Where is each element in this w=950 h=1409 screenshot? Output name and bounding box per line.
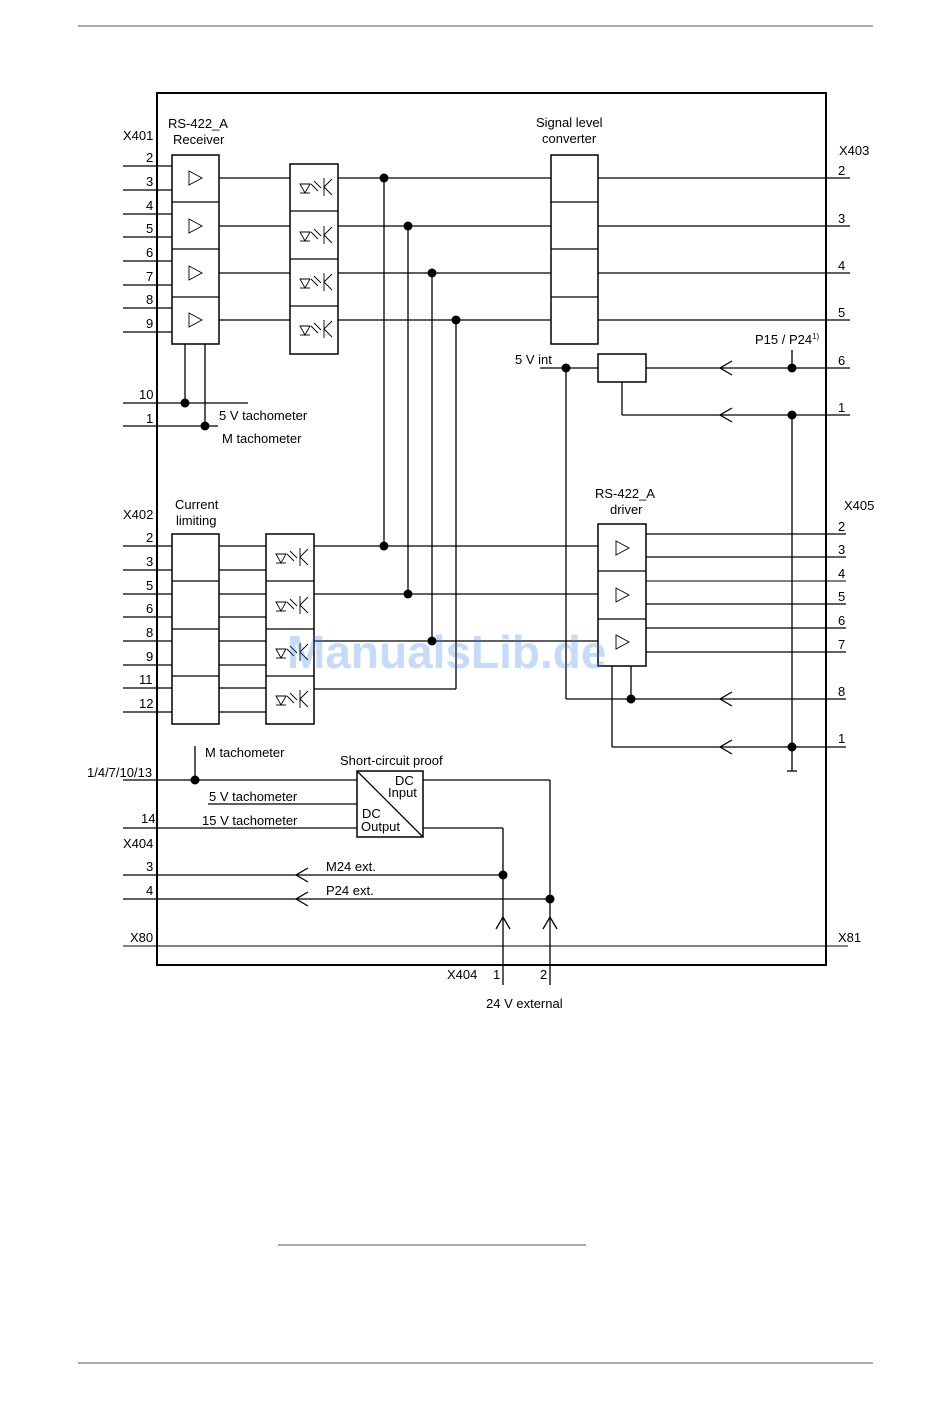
x404-pin: 14	[141, 811, 155, 826]
x402-input-wires	[123, 545, 172, 713]
tacho-5v-out-label: 5 V tachometer	[209, 789, 298, 804]
m-tacho-label: M tachometer	[205, 745, 285, 760]
x401-input-wires	[123, 165, 172, 333]
receiver-subtitle: Receiver	[173, 132, 225, 147]
x401-pin: 2	[146, 150, 153, 165]
x404-label: X404	[123, 836, 153, 851]
x401-pin: 10	[139, 387, 153, 402]
vertical-bus-lines	[383, 178, 457, 689]
x403-pin: 5	[838, 305, 845, 320]
x80-label: X80	[130, 930, 153, 945]
x405-pin: 4	[838, 566, 845, 581]
x402-pin: 2	[146, 530, 153, 545]
receiver-optocouplers	[289, 163, 339, 355]
dc-input-top: DC	[395, 773, 414, 788]
x402-pin: 5	[146, 578, 153, 593]
x403-pin: 4	[838, 258, 845, 273]
x401-pin: 5	[146, 221, 153, 236]
x401-label: X401	[123, 128, 153, 143]
x401-pin: 6	[146, 245, 153, 260]
limit-opto-wires	[219, 545, 266, 713]
dc-input-bottom: Input	[388, 785, 417, 800]
m24-label: M24 ext.	[326, 859, 376, 874]
x404-bottom-label: X404	[447, 967, 477, 982]
tacho-5v-label: 5 V tachometer	[219, 408, 308, 423]
x402-pin: 3	[146, 554, 153, 569]
limit-title: Current	[175, 497, 219, 512]
driver-subtitle: driver	[610, 502, 643, 517]
x405-pin: 8	[838, 684, 845, 699]
x402-pin: 12	[139, 696, 153, 711]
dc-output-bottom: Output	[361, 819, 400, 834]
x405-pin: 7	[838, 637, 845, 652]
bus-wires-bottom	[314, 541, 598, 690]
x405-pin: 3	[838, 542, 845, 557]
x403-pin: 6	[838, 353, 845, 368]
x401-pin: 8	[146, 292, 153, 307]
external-24v-label: 24 V external	[486, 996, 563, 1011]
x402-pin: 6	[146, 601, 153, 616]
converter-title: Signal level	[536, 115, 603, 130]
watermark-text: ManualsLib.de	[287, 626, 606, 678]
int-5v-label: 5 V int	[515, 352, 552, 367]
x405-pin: 5	[838, 589, 845, 604]
x403-pin: 1	[838, 400, 845, 415]
x403-output-wires	[598, 177, 850, 321]
x405-pin: 6	[838, 613, 845, 628]
x401-pin: 1	[146, 411, 153, 426]
x405-pin: 1	[838, 731, 845, 746]
tacho-15v-out-label: 15 V tachometer	[202, 813, 298, 828]
converter-subtitle: converter	[542, 131, 597, 146]
supply-p15-label: P15 / P241)	[755, 332, 820, 347]
x402-label: X402	[123, 507, 153, 522]
module-frame	[156, 92, 827, 966]
x403-pin: 2	[838, 163, 845, 178]
x401-pin: 3	[146, 174, 153, 189]
rs422-driver-block	[597, 523, 647, 667]
x405-pin: 2	[838, 519, 845, 534]
x404-pin: 1/4/7/10/13	[87, 765, 152, 780]
x402-pin: 11	[139, 672, 153, 687]
receiver-supply-wires	[123, 344, 248, 431]
x404-bottom-pin: 1	[493, 967, 500, 982]
p24-label: P24 ext.	[326, 883, 374, 898]
current-limiting-block	[171, 533, 220, 725]
x402-pin: 8	[146, 625, 153, 640]
x401-pin: 9	[146, 316, 153, 331]
x404-pin: 3	[146, 859, 153, 874]
ext-24v-wires	[123, 867, 558, 930]
driver-optocouplers	[265, 533, 315, 725]
x81-label: X81	[838, 930, 861, 945]
x404-bottom-pin: 2	[540, 967, 547, 982]
bus-wires-top	[338, 173, 551, 325]
dc-output-top: DC	[362, 806, 381, 821]
driver-title: RS-422_A	[595, 486, 655, 501]
receiver-block	[171, 154, 220, 345]
signal-level-converter	[550, 154, 599, 345]
x404-pin: 4	[146, 883, 153, 898]
x401-pin: 4	[146, 198, 153, 213]
limit-subtitle: limiting	[176, 513, 216, 528]
supply-regulator	[540, 350, 850, 772]
x405-label: X405	[844, 498, 874, 513]
receiver-title: RS-422_A	[168, 116, 228, 131]
x402-pin: 9	[146, 649, 153, 664]
short-circuit-label: Short-circuit proof	[340, 753, 443, 768]
x403-pin: 3	[838, 211, 845, 226]
x403-label: X403	[839, 143, 869, 158]
dc-dc-converter	[123, 746, 551, 985]
tacho-m-label: M tachometer	[222, 431, 302, 446]
x405-output-wires	[566, 533, 846, 755]
x401-pin: 7	[146, 269, 153, 284]
